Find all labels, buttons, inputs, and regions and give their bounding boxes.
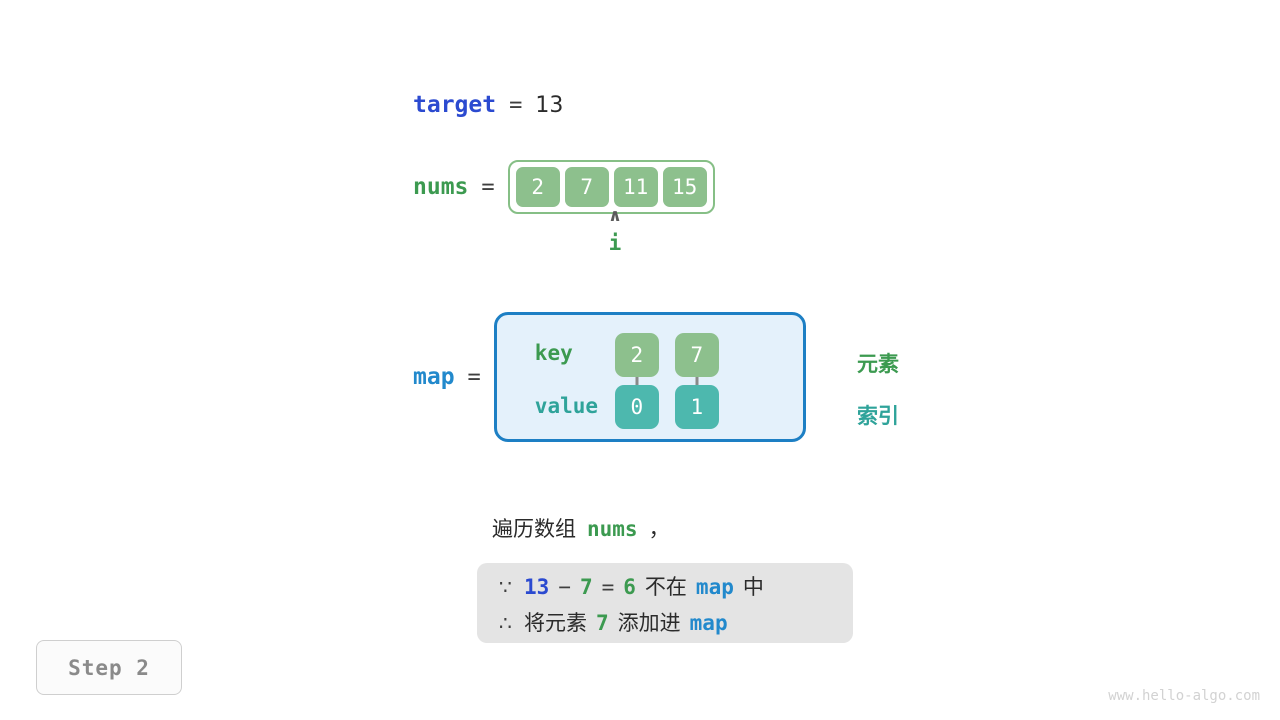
array-container: 2 7 11 15 [507,160,715,214]
map-equals-sign: = [467,364,481,390]
reasoning-text-in: 中 [742,575,764,599]
caption-prefix: 遍历数组 [492,517,576,541]
caret-up-icon: ∧ [608,206,622,226]
caption-line: 遍历数组 nums ， [492,513,670,543]
therefore-symbol: ∴ [499,611,512,635]
target-value: 13 [535,93,564,118]
map-variable-name: map [413,364,455,390]
because-symbol: ∵ [499,575,512,599]
map-key-cell: 2 [614,333,659,377]
minus-operator: − [558,575,571,599]
pointer-label-i: i [608,231,622,255]
reasoning-text-add-into: 添加进 [617,611,681,635]
reasoning-added-element: 7 [596,611,609,635]
reasoning-map-ref: map [689,611,728,635]
reasoning-operand-current: 7 [579,575,593,599]
map-key-cell: 7 [674,333,719,377]
map-value-cell: 0 [614,385,659,429]
array-cell: 11 [611,165,660,209]
watermark: www.hello-algo.com [1108,688,1260,704]
step-badge: Step 2 [36,640,182,695]
nums-equals-sign: = [481,174,495,200]
map-row-label-key: key [534,341,573,365]
annotation-element: 元素 [857,352,899,376]
reasoning-box: ∵ 13 − 7 = 6 不在 map 中 ∴ 将元素 7 添加进 map [477,563,853,643]
array-cell: 7 [562,165,611,209]
index-pointer-group: ∧ i [593,208,637,254]
map-value-cell: 1 [674,385,719,429]
target-row: target = 13 [413,92,563,118]
annotation-index: 索引 [857,404,899,428]
reasoning-text-add-element: 将元素 [524,611,587,635]
reasoning-line-1: ∵ 13 − 7 = 6 不在 map 中 [499,571,831,607]
array-cell: 15 [660,165,709,209]
map-annotations: 元素 索引 [857,312,977,442]
reasoning-map-ref: map [695,575,734,599]
caption-suffix: ， [648,517,670,541]
nums-variable-name: nums [413,174,469,200]
target-equals-sign: = [509,93,523,118]
nums-row: nums = 2 7 11 15 [413,160,715,214]
map-row: map = key value 2 0 7 1 [413,312,806,442]
caption-variable-nums: nums [587,517,638,541]
equals-operator: = [601,575,615,599]
array-cell: 2 [513,165,562,209]
step-badge-label: Step 2 [68,655,150,680]
reasoning-line-2: ∴ 将元素 7 添加进 map [499,607,831,643]
reasoning-text-not-in: 不在 [644,575,687,599]
map-container: key value 2 0 7 1 [493,312,806,442]
target-variable-name: target [413,92,497,118]
reasoning-result: 6 [623,575,636,599]
reasoning-operand-target: 13 [524,575,550,599]
map-row-label-value: value [534,394,599,418]
